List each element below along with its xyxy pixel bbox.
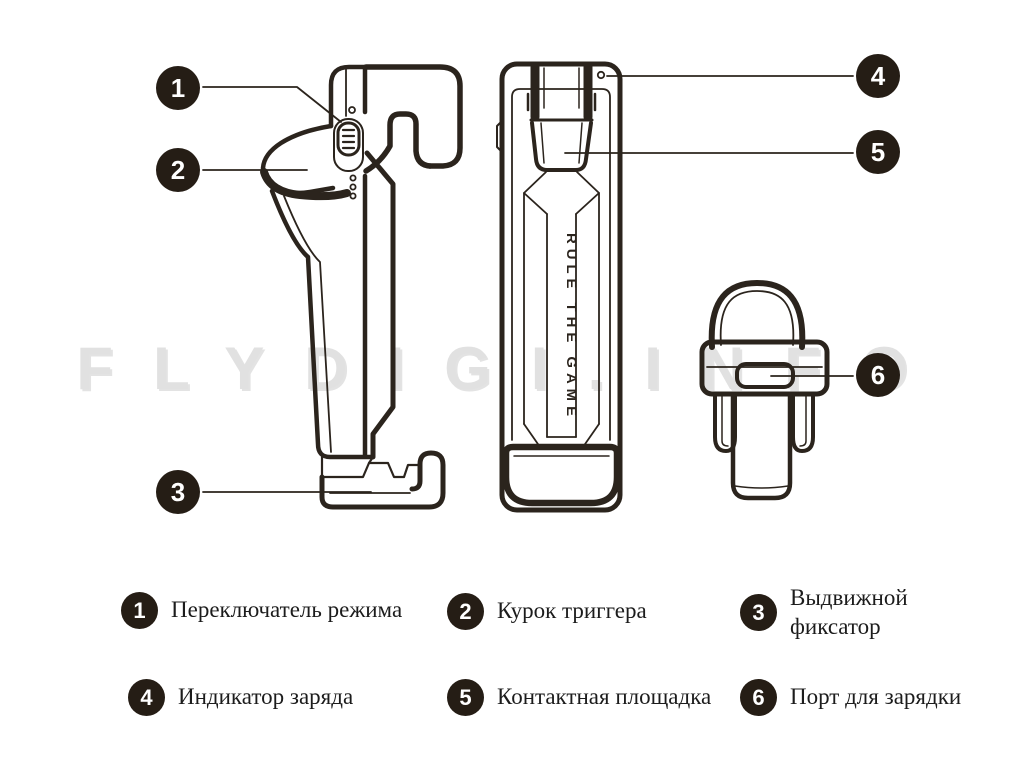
legend-label-2: Курок триггера [497,598,647,624]
legend-badge-3: 3 [740,594,777,632]
top-clamp-hook [363,64,463,169]
engraving-text: RULE THE GAME [564,233,579,421]
dome-arc [708,280,806,350]
legend-item-6: 6 Порт для зарядки [740,679,961,716]
mode-switch [333,118,364,172]
side-dot-3 [349,192,357,200]
contact-pad-clamp [526,62,597,172]
legend-label-5: Контактная площадка [497,684,712,710]
callout-badge-1: 1 [156,66,200,110]
legend-badge-6: 6 [740,679,777,716]
legend-badge-5: 5 [447,679,484,716]
base-cap [502,443,621,507]
legend-item-5: 5 Контактная площадка [447,679,711,716]
side-dot-1 [349,174,357,182]
side-dot-top [348,106,356,114]
watermark-text: FLYDIGI.INFO [76,335,948,402]
legend-item-1: 1 Переключатель режима [121,592,402,629]
device-front-view: RULE THE GAME [496,61,623,513]
legend-item-4: 4 Индикатор заряда [128,679,353,716]
legend-badge-1: 1 [121,592,158,629]
legend-label-1: Переключатель режима [171,597,403,623]
centre-tab [730,391,793,501]
callout-badge-6: 6 [856,353,900,397]
legend-item-3: 3 Выдвижной фиксатор [740,584,930,642]
legend-label-3: Выдвижной фиксатор [790,585,908,639]
side-dot-2 [349,183,357,191]
legend-item-2: 2 Курок триггера [447,593,647,630]
callout-badge-5: 5 [856,130,900,174]
legend-label-6: Порт для зарядки [790,684,962,710]
leader-1 [202,86,342,123]
bottom-clamp-foot [319,450,446,510]
callout-badge-2: 2 [156,148,200,192]
device-side-view [260,64,463,510]
legend-label-4: Индикатор заряда [178,684,354,710]
callout-badge-4: 4 [856,54,900,98]
legend-badge-4: 4 [128,679,165,716]
side-ribs [496,121,502,152]
charge-indicator-led [596,70,606,80]
device-dock-view [699,280,830,501]
leader-lines [202,75,854,493]
callout-badge-3: 3 [156,470,200,514]
legend-badge-2: 2 [447,593,484,630]
